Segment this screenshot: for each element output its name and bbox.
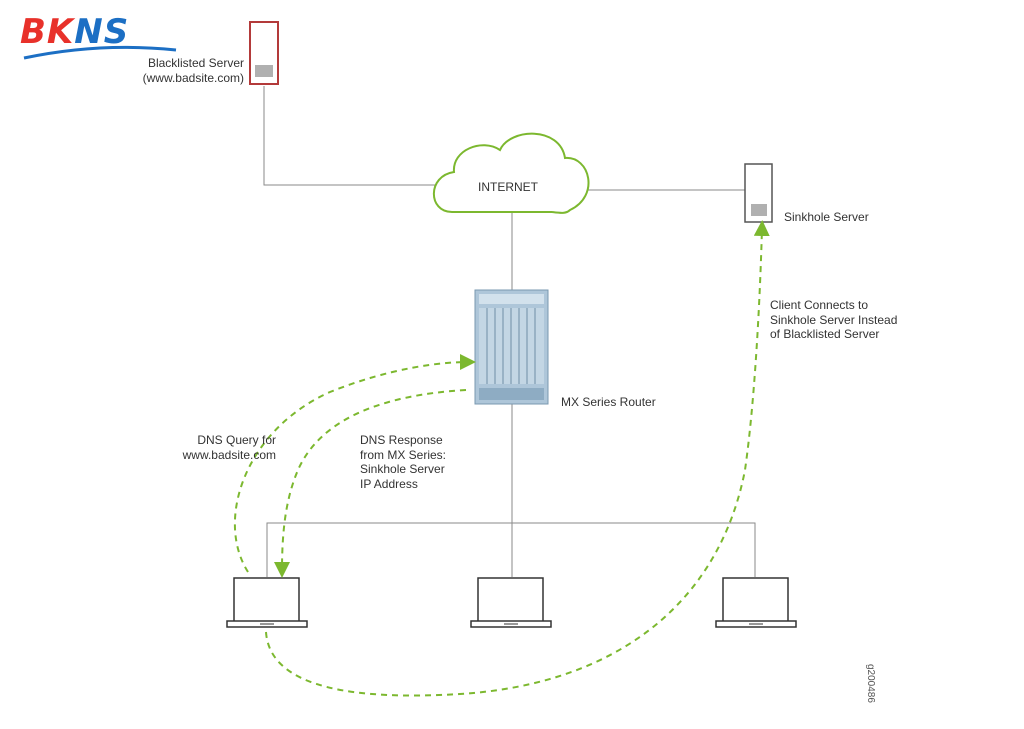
laptop-client-3-icon xyxy=(715,577,797,628)
logo-text: BKNS xyxy=(20,12,129,52)
mx-router-icon xyxy=(474,289,549,405)
client-connects-label: Client Connects to Sinkhole Server Inste… xyxy=(770,298,898,341)
internet-cloud-icon xyxy=(432,132,590,214)
figure-id: g200486 xyxy=(865,664,876,703)
blacklisted-server-icon xyxy=(249,21,279,85)
laptop-client-1-icon xyxy=(226,577,308,628)
traffic-flows xyxy=(233,220,770,697)
internet-label: INTERNET xyxy=(478,180,538,194)
router-label: MX Series Router xyxy=(561,395,656,409)
link-blacklisted-internet xyxy=(263,86,436,186)
link-lan-bus xyxy=(266,522,756,577)
sinkhole-server-label: Sinkhole Server xyxy=(784,210,869,224)
sinkhole-server-icon xyxy=(744,163,773,223)
network-links xyxy=(263,86,756,577)
dns-query-label: DNS Query for www.badsite.com xyxy=(182,433,276,462)
logo-text-ns: NS xyxy=(74,12,130,52)
client-connects-arrow xyxy=(265,220,770,697)
laptop-client-2-icon xyxy=(470,577,552,628)
dns-response-label: DNS Response from MX Series: Sinkhole Se… xyxy=(360,433,447,491)
blacklisted-server-label: Blacklisted Server (www.badsite.com) xyxy=(142,56,244,85)
logo-swoosh-icon xyxy=(23,45,177,60)
logo-text-bk: BK xyxy=(20,12,75,52)
